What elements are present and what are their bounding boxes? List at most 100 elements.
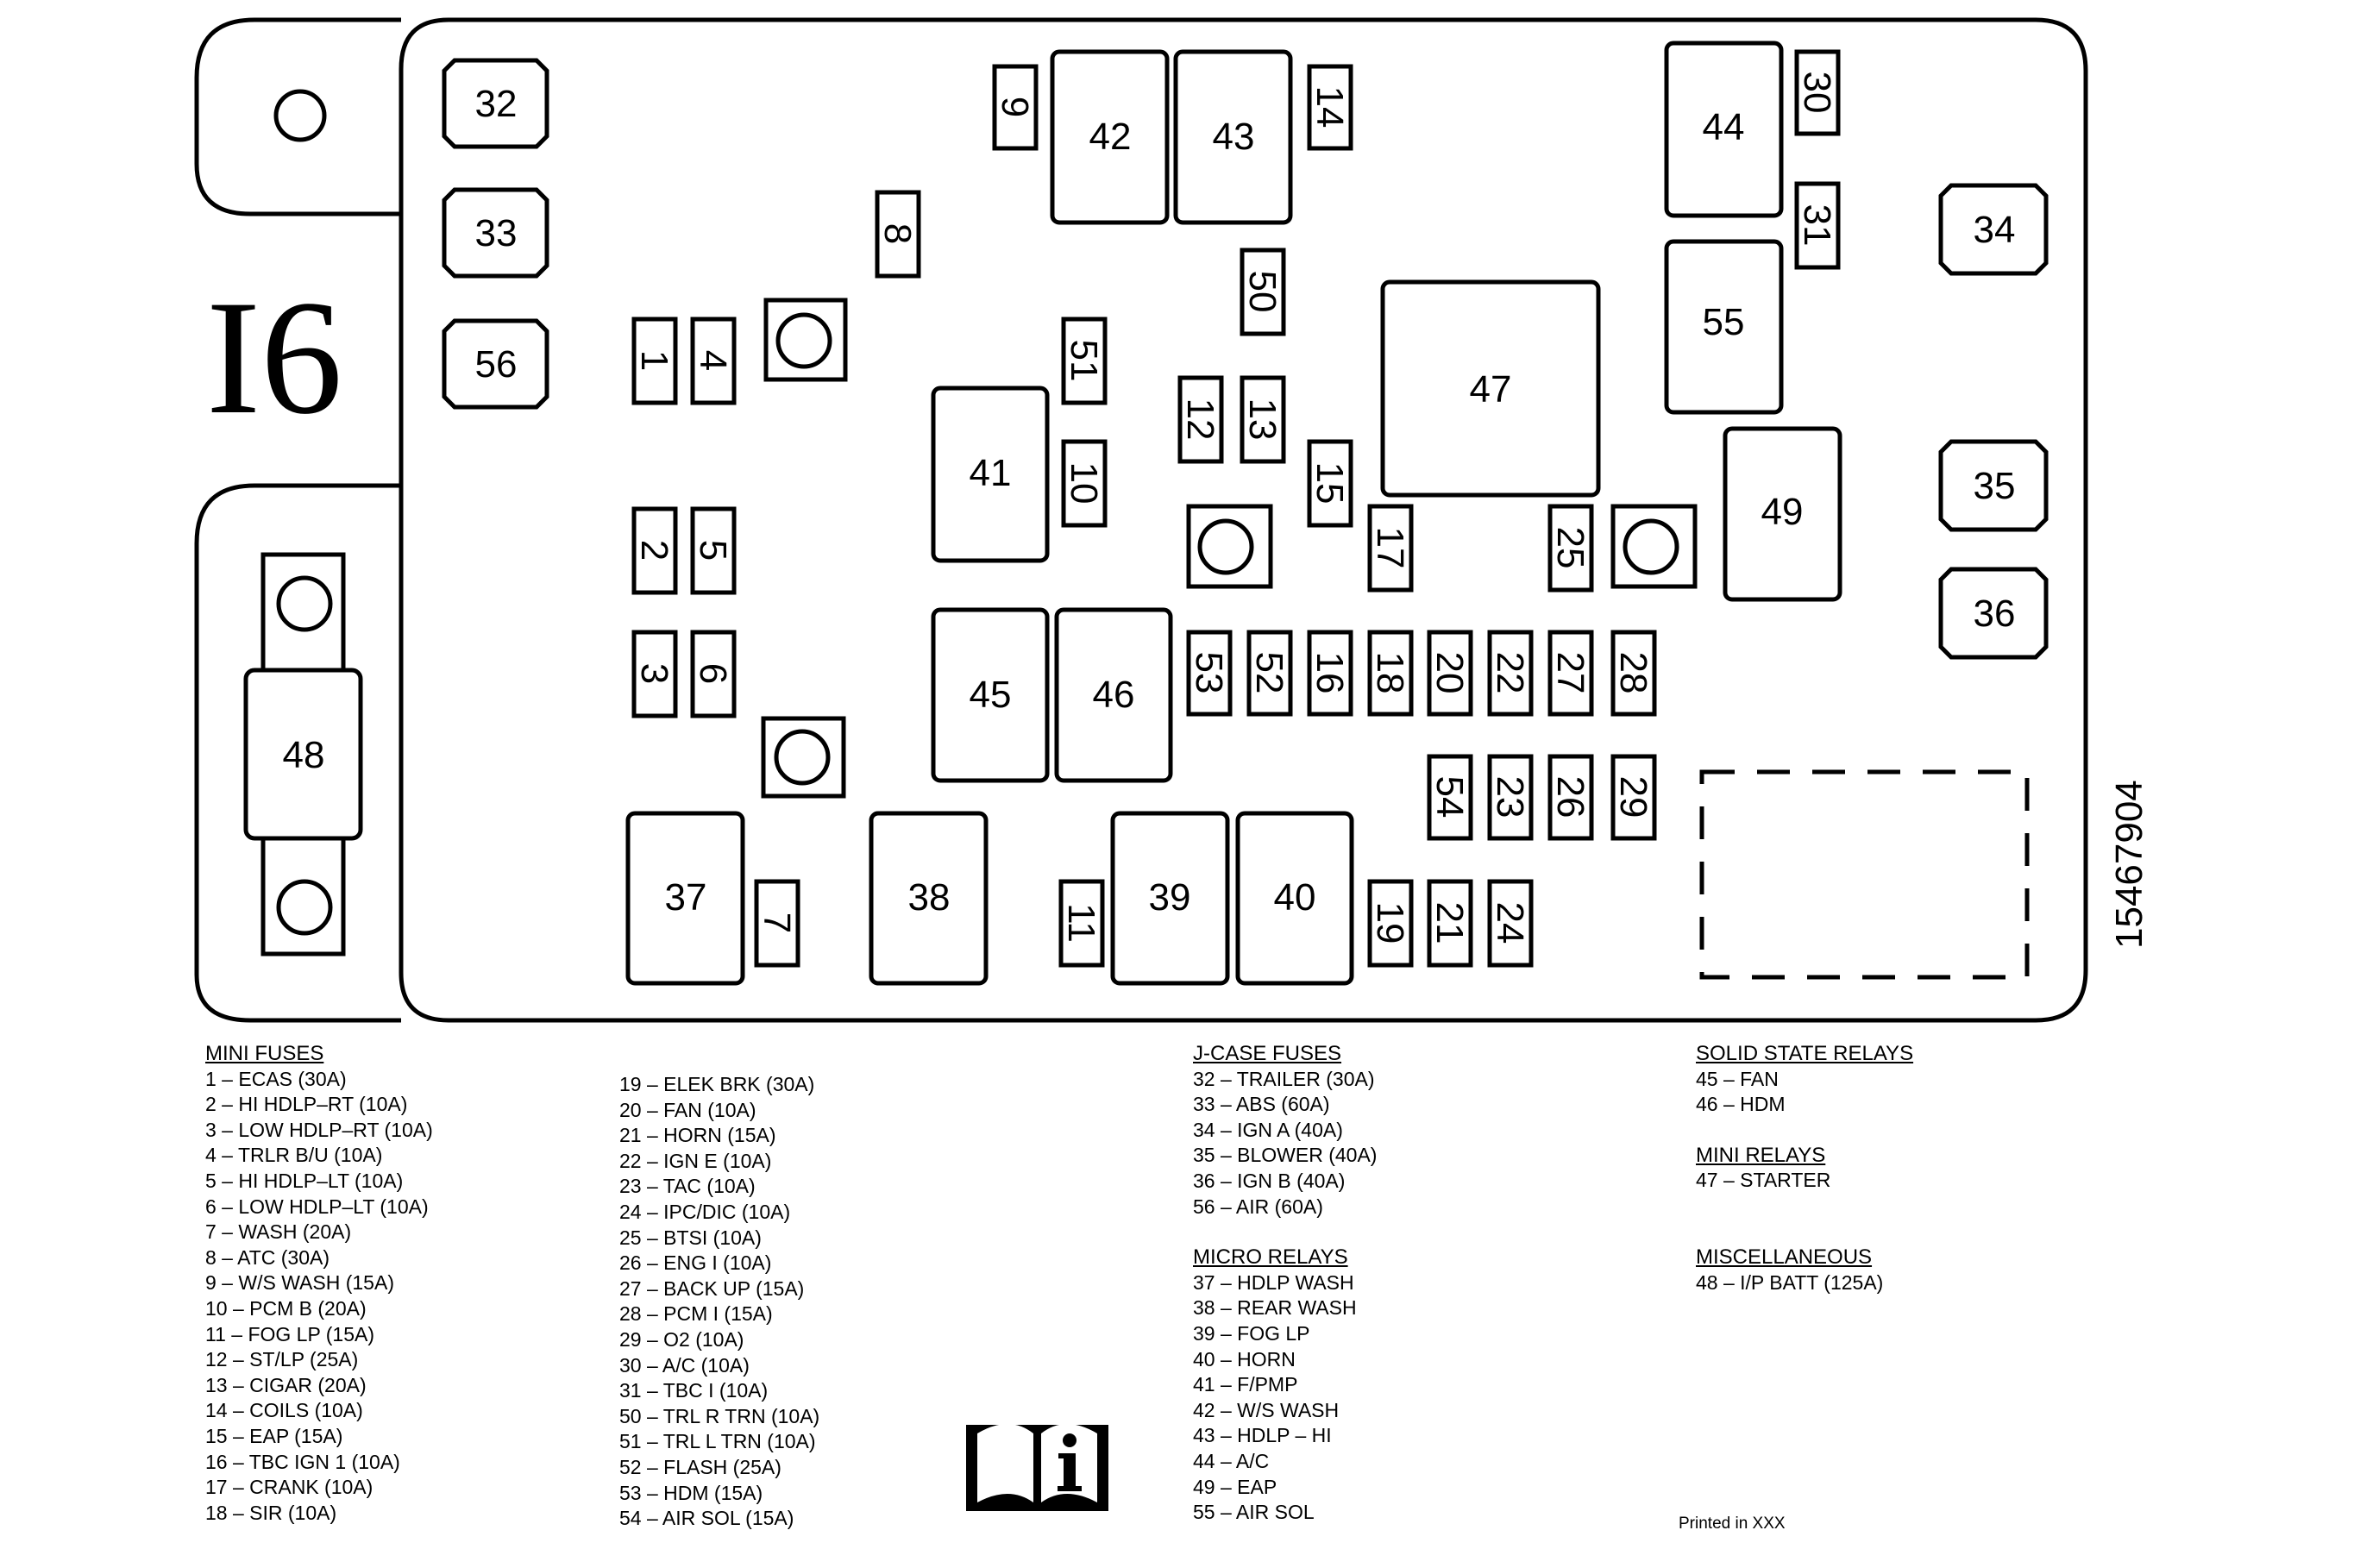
stud-socket-1-hole <box>775 312 832 369</box>
legend-list-mini-fuses-2: 19 – ELEK BRK (30A) 20 – FAN (10A) 21 – HO… <box>619 1072 819 1532</box>
spare-area-dashed <box>1699 769 2030 980</box>
mini-fuse-10 <box>1061 439 1108 528</box>
mini-fuse-20 <box>1427 630 1473 717</box>
legend-jcase-fuse-item: 35 – BLOWER (40A) <box>1193 1144 1378 1167</box>
legend-mini-fuse-item: 10 – PCM B (20A) <box>205 1296 367 1320</box>
label-34: 34 <box>1974 209 2016 251</box>
legend-jcase-fuse-item: 34 – IGN A (40A) <box>1193 1118 1343 1141</box>
legend-mini-fuse-item: 20 – FAN (10A) <box>619 1098 756 1121</box>
label-23: 23 <box>1489 776 1531 818</box>
label-4: 4 <box>692 350 734 371</box>
label-49: 49 <box>1761 491 1804 533</box>
stud-socket-3-hole <box>1623 518 1679 575</box>
relay-45 <box>931 607 1050 783</box>
label-48: 48 <box>283 734 325 776</box>
maxi-fuse-48-body <box>243 668 363 841</box>
legend-solid-state-relay-item: 45 – FAN <box>1696 1067 1779 1090</box>
legend-jcase-fuse-item: 56 – AIR (60A) <box>1193 1195 1323 1218</box>
jcase-fuse-35 <box>1938 439 2049 532</box>
legend-mini-fuse-item: 23 – TAC (10A) <box>619 1175 756 1198</box>
mini-fuse-1 <box>631 317 678 405</box>
legend-mini-fuse-item: 15 – EAP (15A) <box>205 1424 343 1447</box>
mini-fuse-53 <box>1186 630 1233 717</box>
mini-fuse-23 <box>1487 754 1534 841</box>
mini-fuse-27 <box>1547 630 1594 717</box>
legend-mini-fuse-item: 8 – ATC (30A) <box>205 1245 330 1269</box>
jcase-fuse-33 <box>442 187 549 279</box>
stud-socket-2-hole <box>1197 518 1254 575</box>
mini-fuse-6 <box>690 630 737 718</box>
legend-micro-relay-item: 40 – HORN <box>1193 1347 1296 1370</box>
label-16: 16 <box>1309 652 1351 694</box>
legend-mini-fuse-item: 18 – SIR (10A) <box>205 1501 337 1524</box>
legend-micro-relay-item: 38 – REAR WASH <box>1193 1296 1357 1320</box>
label-13: 13 <box>1241 398 1284 441</box>
legend-mini-fuse-item: 22 – IGN E (10A) <box>619 1149 772 1172</box>
label-32: 32 <box>475 83 518 125</box>
label-24: 24 <box>1489 902 1531 944</box>
legend-mini-relay-item: 47 – STARTER <box>1696 1169 1831 1192</box>
jcase-fuse-56 <box>442 318 549 410</box>
maxi-fuse-48-top-terminal <box>260 552 346 673</box>
jcase-fuse-36 <box>1938 567 2049 660</box>
part-number: 15467904 <box>2108 780 2150 949</box>
label-27: 27 <box>1549 652 1591 694</box>
legend-list-jcase-fuses: 32 – TRAILER (30A)33 – ABS (60A)34 – IGN… <box>1193 1067 1377 1220</box>
legend-mini-fuse-item: 7 – WASH (20A) <box>205 1220 352 1244</box>
legend-list-miscellaneous: 48 – I/P BATT (125A) <box>1696 1270 1913 1296</box>
legend-mini-fuse-item: 9 – W/S WASH (15A) <box>205 1271 394 1295</box>
mini-fuse-29 <box>1610 754 1657 841</box>
mini-fuse-26 <box>1547 754 1594 841</box>
maxi-fuse-48-bottom-terminal <box>260 836 346 956</box>
mount-hole <box>273 89 327 142</box>
legend-mini-fuse-item: 19 – ELEK BRK (30A) <box>619 1073 815 1095</box>
legend-jcase-fuse-item: 32 – TRAILER (30A) <box>1193 1067 1375 1090</box>
label-31: 31 <box>1796 204 1838 247</box>
legend-micro-relay-item: 42 – W/S WASH <box>1193 1398 1340 1421</box>
legend-jcase-fuse-item: 36 – IGN B (40A) <box>1193 1169 1346 1192</box>
label-17: 17 <box>1369 527 1411 569</box>
relay-46 <box>1054 607 1173 783</box>
label-41: 41 <box>970 452 1012 494</box>
legend-mini-fuse-item: 31 – TBC I (10A) <box>619 1379 769 1402</box>
legend-list-mini-relays: 47 – STARTER <box>1696 1168 1913 1194</box>
legend-mini-fuse-item: 21 – HORN (15A) <box>619 1124 776 1147</box>
label-22: 22 <box>1489 652 1531 694</box>
mini-fuse-30 <box>1794 49 1841 136</box>
label-47: 47 <box>1470 368 1512 411</box>
label-50: 50 <box>1241 271 1284 313</box>
label-44: 44 <box>1703 106 1745 148</box>
legend-misc-item: 48 – I/P BATT (125A) <box>1696 1270 1884 1294</box>
relay-39 <box>1110 811 1230 986</box>
label-33: 33 <box>475 212 518 254</box>
label-21: 21 <box>1428 902 1471 944</box>
relay-44 <box>1664 41 1784 218</box>
book-info-icon <box>966 1424 1108 1511</box>
legend-heading-mini-relays: MINI RELAYS <box>1696 1143 1826 1167</box>
mini-fuse-11 <box>1058 879 1105 968</box>
mini-fuse-21 <box>1427 879 1473 968</box>
legend-mini-fuse-item: 24 – IPC/DIC (10A) <box>619 1200 791 1223</box>
label-51: 51 <box>1063 340 1105 382</box>
mini-fuse-50 <box>1240 248 1286 336</box>
label-53: 53 <box>1188 652 1230 694</box>
legend-mini-fuse-item: 4 – TRLR B/U (10A) <box>205 1144 383 1167</box>
legend-jcase-micro: J-CASE FUSES 32 – TRAILER (30A)33 – ABS … <box>1193 1041 1377 1526</box>
legend-micro-relay-item: 37 – HDLP WASH <box>1193 1270 1354 1294</box>
label-14: 14 <box>1309 86 1351 129</box>
legend-mini-fuse-item: 54 – AIR SOL (15A) <box>619 1507 794 1530</box>
mini-fuse-16 <box>1307 630 1353 717</box>
label-18: 18 <box>1369 652 1411 694</box>
mini-fuse-31 <box>1794 181 1841 270</box>
mini-fuse-12 <box>1177 375 1224 464</box>
mount-ear-bottom <box>194 483 401 1023</box>
panel-id: I6 <box>206 267 342 448</box>
mini-fuse-24 <box>1487 879 1534 968</box>
legend-heading-micro-relays: MICRO RELAYS <box>1193 1245 1348 1270</box>
legend-heading-solid-state-relays: SOLID STATE RELAYS <box>1696 1042 1914 1065</box>
relay-43 <box>1173 49 1293 225</box>
mini-fuse-54 <box>1427 754 1473 841</box>
label-37: 37 <box>665 876 707 919</box>
